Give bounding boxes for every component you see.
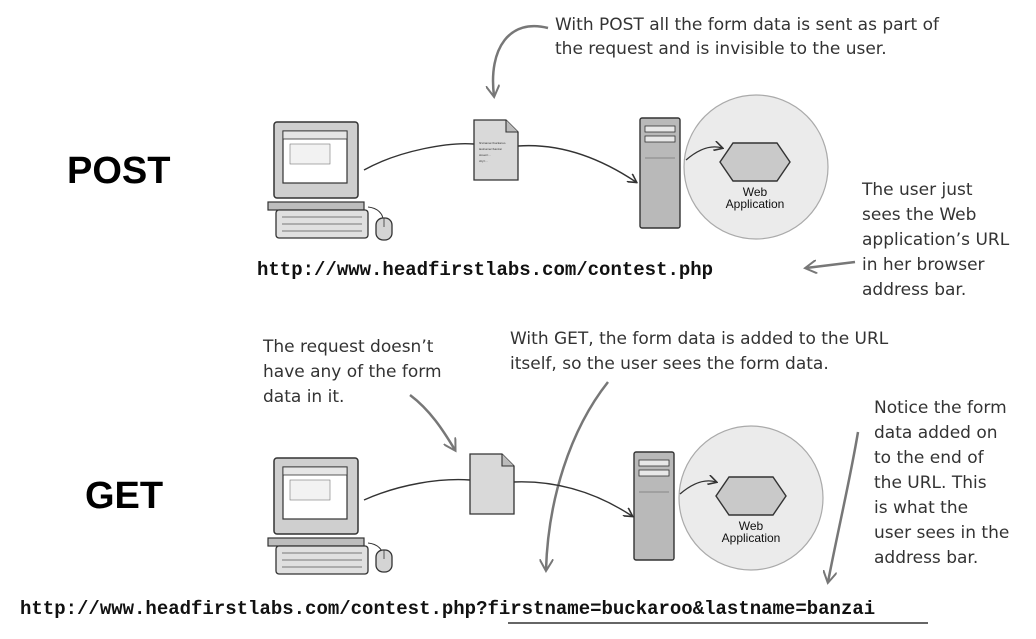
post-note-right-line-4: in her browser [862,255,985,275]
post-doc-line-2: lastname=banzai [479,147,502,151]
get-request-line-left [363,478,471,501]
post-note-right-arrow [806,262,856,268]
get-note-left: The request doesn’t have any of the form… [262,337,442,407]
get-web-app-hexagon-icon [715,476,787,516]
post-note-right-line-5: address bar. [862,280,966,300]
post-computer-icon [267,121,393,241]
get-label: GET [85,475,163,517]
post-doc-line-3: street=... [479,153,491,157]
post-note-top-line-1: With POST all the form data is sent as p… [555,15,940,35]
get-note-top-line-1: With GET, the form data is added to the … [510,329,889,349]
get-note-right-line-6: user sees in the [874,523,1009,543]
get-request-document-icon [469,453,515,515]
get-note-right-line-1: Notice the form [874,398,1007,418]
get-url: http://www.headfirstlabs.com/contest.php… [20,598,875,620]
get-computer-icon [267,457,393,575]
get-url-query: ?firstname=buckaroo&lastname=banzai [476,598,875,620]
post-web-app-label-2: Application [726,197,785,211]
post-request-line-left [363,143,475,171]
get-note-right-line-3: to the end of [874,448,985,468]
get-note-right-line-4: the URL. This [874,473,987,493]
get-note-right-line-7: address bar. [874,548,978,568]
post-doc-line-1: firstname=buckaroo [479,141,506,145]
get-request-line-right [512,481,632,516]
post-web-app-hexagon-icon [719,142,791,182]
get-server-tower-icon [633,451,675,561]
get-note-left-line-2: have any of the form [263,362,442,382]
get-web-app-label-2: Application [722,531,781,545]
post-doc-line-4: city=... [479,159,488,163]
get-note-top: With GET, the form data is added to the … [510,329,889,374]
post-note-top-line-2: the request and is invisible to the user… [555,39,887,59]
post-label: POST [67,150,170,192]
post-request-document-icon: firstname=buckaroo lastname=banzai stree… [473,119,519,181]
post-web-app-label-1: Web [743,185,768,199]
get-server-arrow [679,481,716,495]
post-note-right: The user just sees the Web application’s… [861,180,1010,300]
get-note-top-line-2: itself, so the user sees the form data. [510,354,829,374]
get-note-left-line-1: The request doesn’t [262,337,434,357]
post-note-right-line-2: sees the Web [862,205,976,225]
post-server-tower-icon [639,117,681,229]
post-note-top-arrow [493,24,549,96]
post-server-arrow [685,147,722,161]
get-url-base: http://www.headfirstlabs.com/contest.php [20,598,476,620]
get-note-left-arrow [409,394,455,450]
get-note-right-arrow [828,431,860,582]
get-note-right: Notice the form data added on to the end… [874,398,1009,568]
get-note-right-line-2: data added on [874,423,998,443]
get-note-right-line-5: is what the [874,498,968,518]
post-note-right-line-1: The user just [861,180,973,200]
post-url: http://www.headfirstlabs.com/contest.php [257,259,713,281]
post-note-top: With POST all the form data is sent as p… [555,15,940,59]
get-web-app-label-1: Web [739,519,764,533]
get-note-left-line-3: data in it. [263,387,344,407]
post-request-line-right [517,144,636,182]
get-note-top-arrow [546,381,609,570]
post-note-right-line-3: application’s URL [862,230,1010,250]
